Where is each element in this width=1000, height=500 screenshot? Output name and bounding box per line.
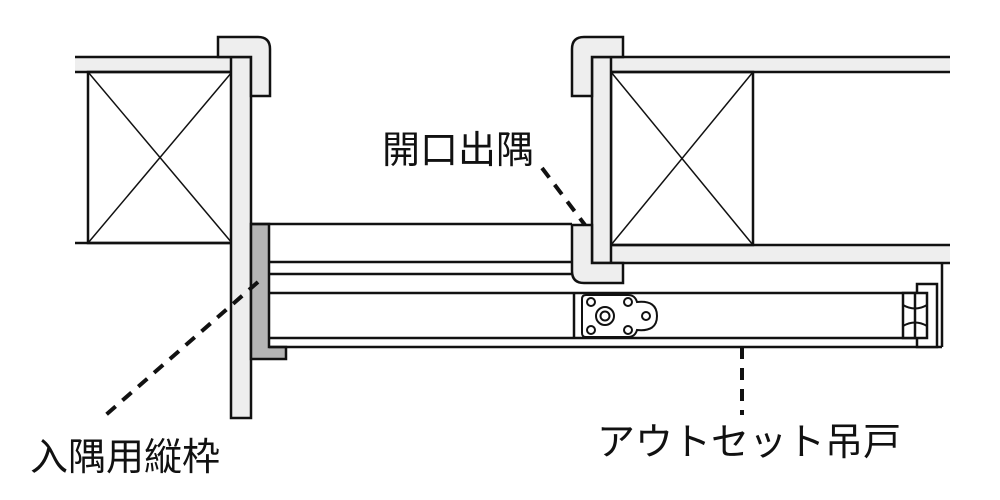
left-wall-jamb — [229, 55, 253, 420]
label-inside-corner-jamb: 入隅用縦枠 — [30, 435, 220, 479]
opening-outside-corner-cap — [570, 223, 625, 285]
left-wall — [75, 55, 234, 245]
hanger-bracket-icon — [581, 294, 659, 338]
label-opening-outside-corner: 開口出隅 — [382, 128, 534, 172]
leader-inside-jamb — [98, 280, 260, 422]
door-end-stopper — [901, 282, 939, 349]
right-top-corner-cap — [570, 35, 625, 98]
right-wall — [609, 55, 950, 265]
left-corner-cap — [216, 35, 272, 98]
label-outset-hanging-door: アウトセット吊戸 — [597, 420, 901, 464]
right-wall-jamb — [590, 55, 613, 265]
leader-opening-corner — [540, 166, 587, 227]
